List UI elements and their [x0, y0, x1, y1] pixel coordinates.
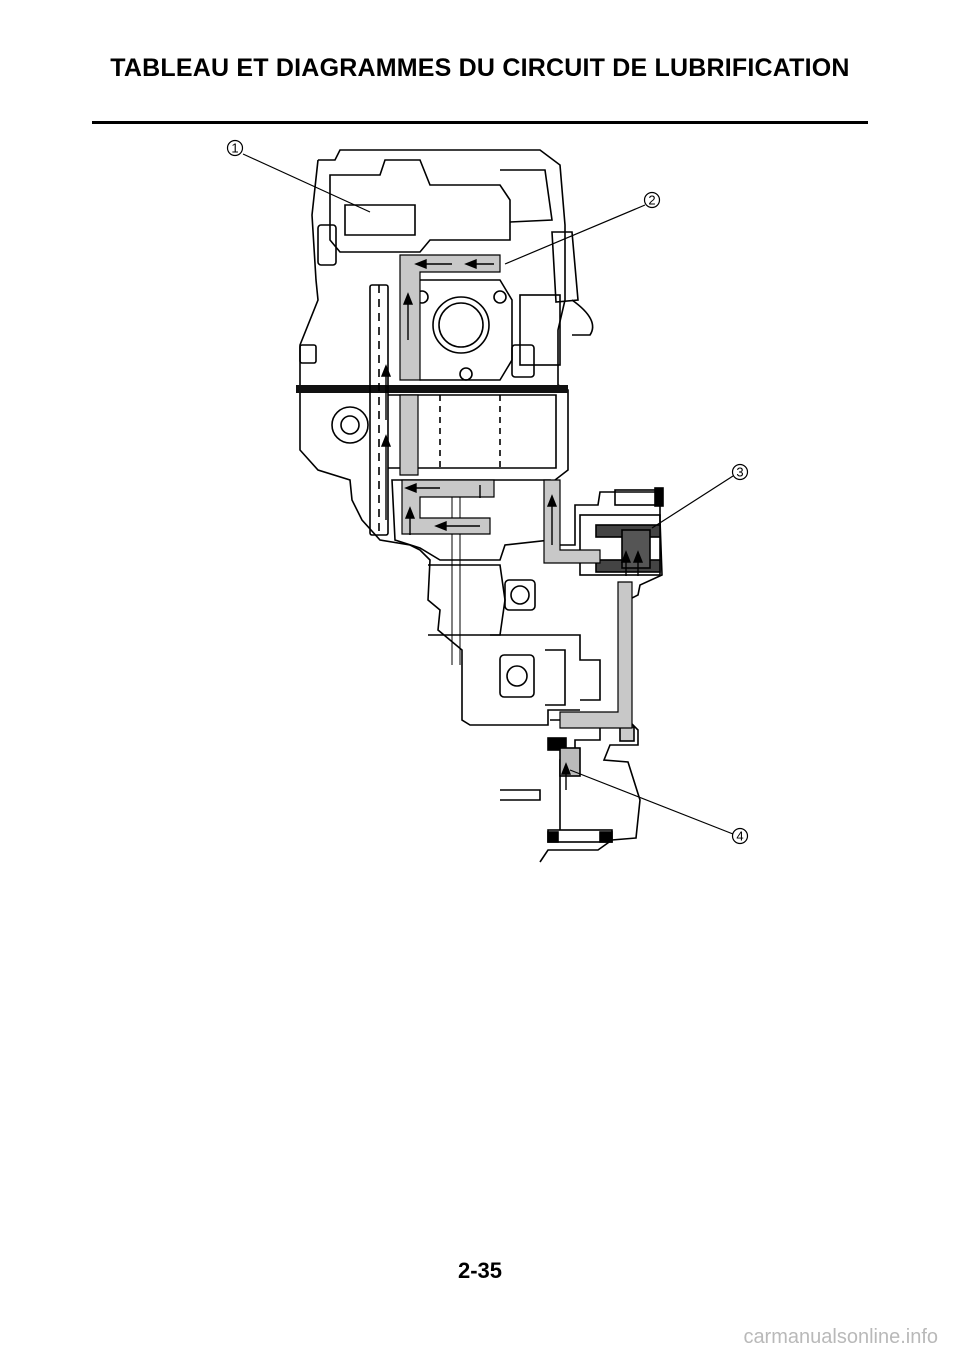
page-title: TABLEAU ET DIAGRAMMES DU CIRCUIT DE LUBR…: [110, 54, 850, 82]
svg-text:3: 3: [736, 465, 743, 480]
callout-1: 1: [226, 139, 244, 157]
callout-3: 3: [731, 463, 749, 481]
watermark: carmanualsonline.info: [743, 1326, 938, 1348]
callout-2-leader: [504, 204, 646, 265]
callout-4: 4: [731, 827, 749, 845]
callout-1-leader: [242, 153, 371, 213]
page-number: 2-35: [457, 1258, 503, 1283]
callout-2: 2: [643, 191, 661, 209]
svg-text:2: 2: [648, 193, 655, 208]
svg-text:4: 4: [736, 829, 743, 844]
callout-4-leader: [569, 769, 734, 835]
callout-3-leader: [651, 475, 734, 529]
header-rule: [92, 121, 868, 124]
svg-text:1: 1: [231, 141, 238, 156]
